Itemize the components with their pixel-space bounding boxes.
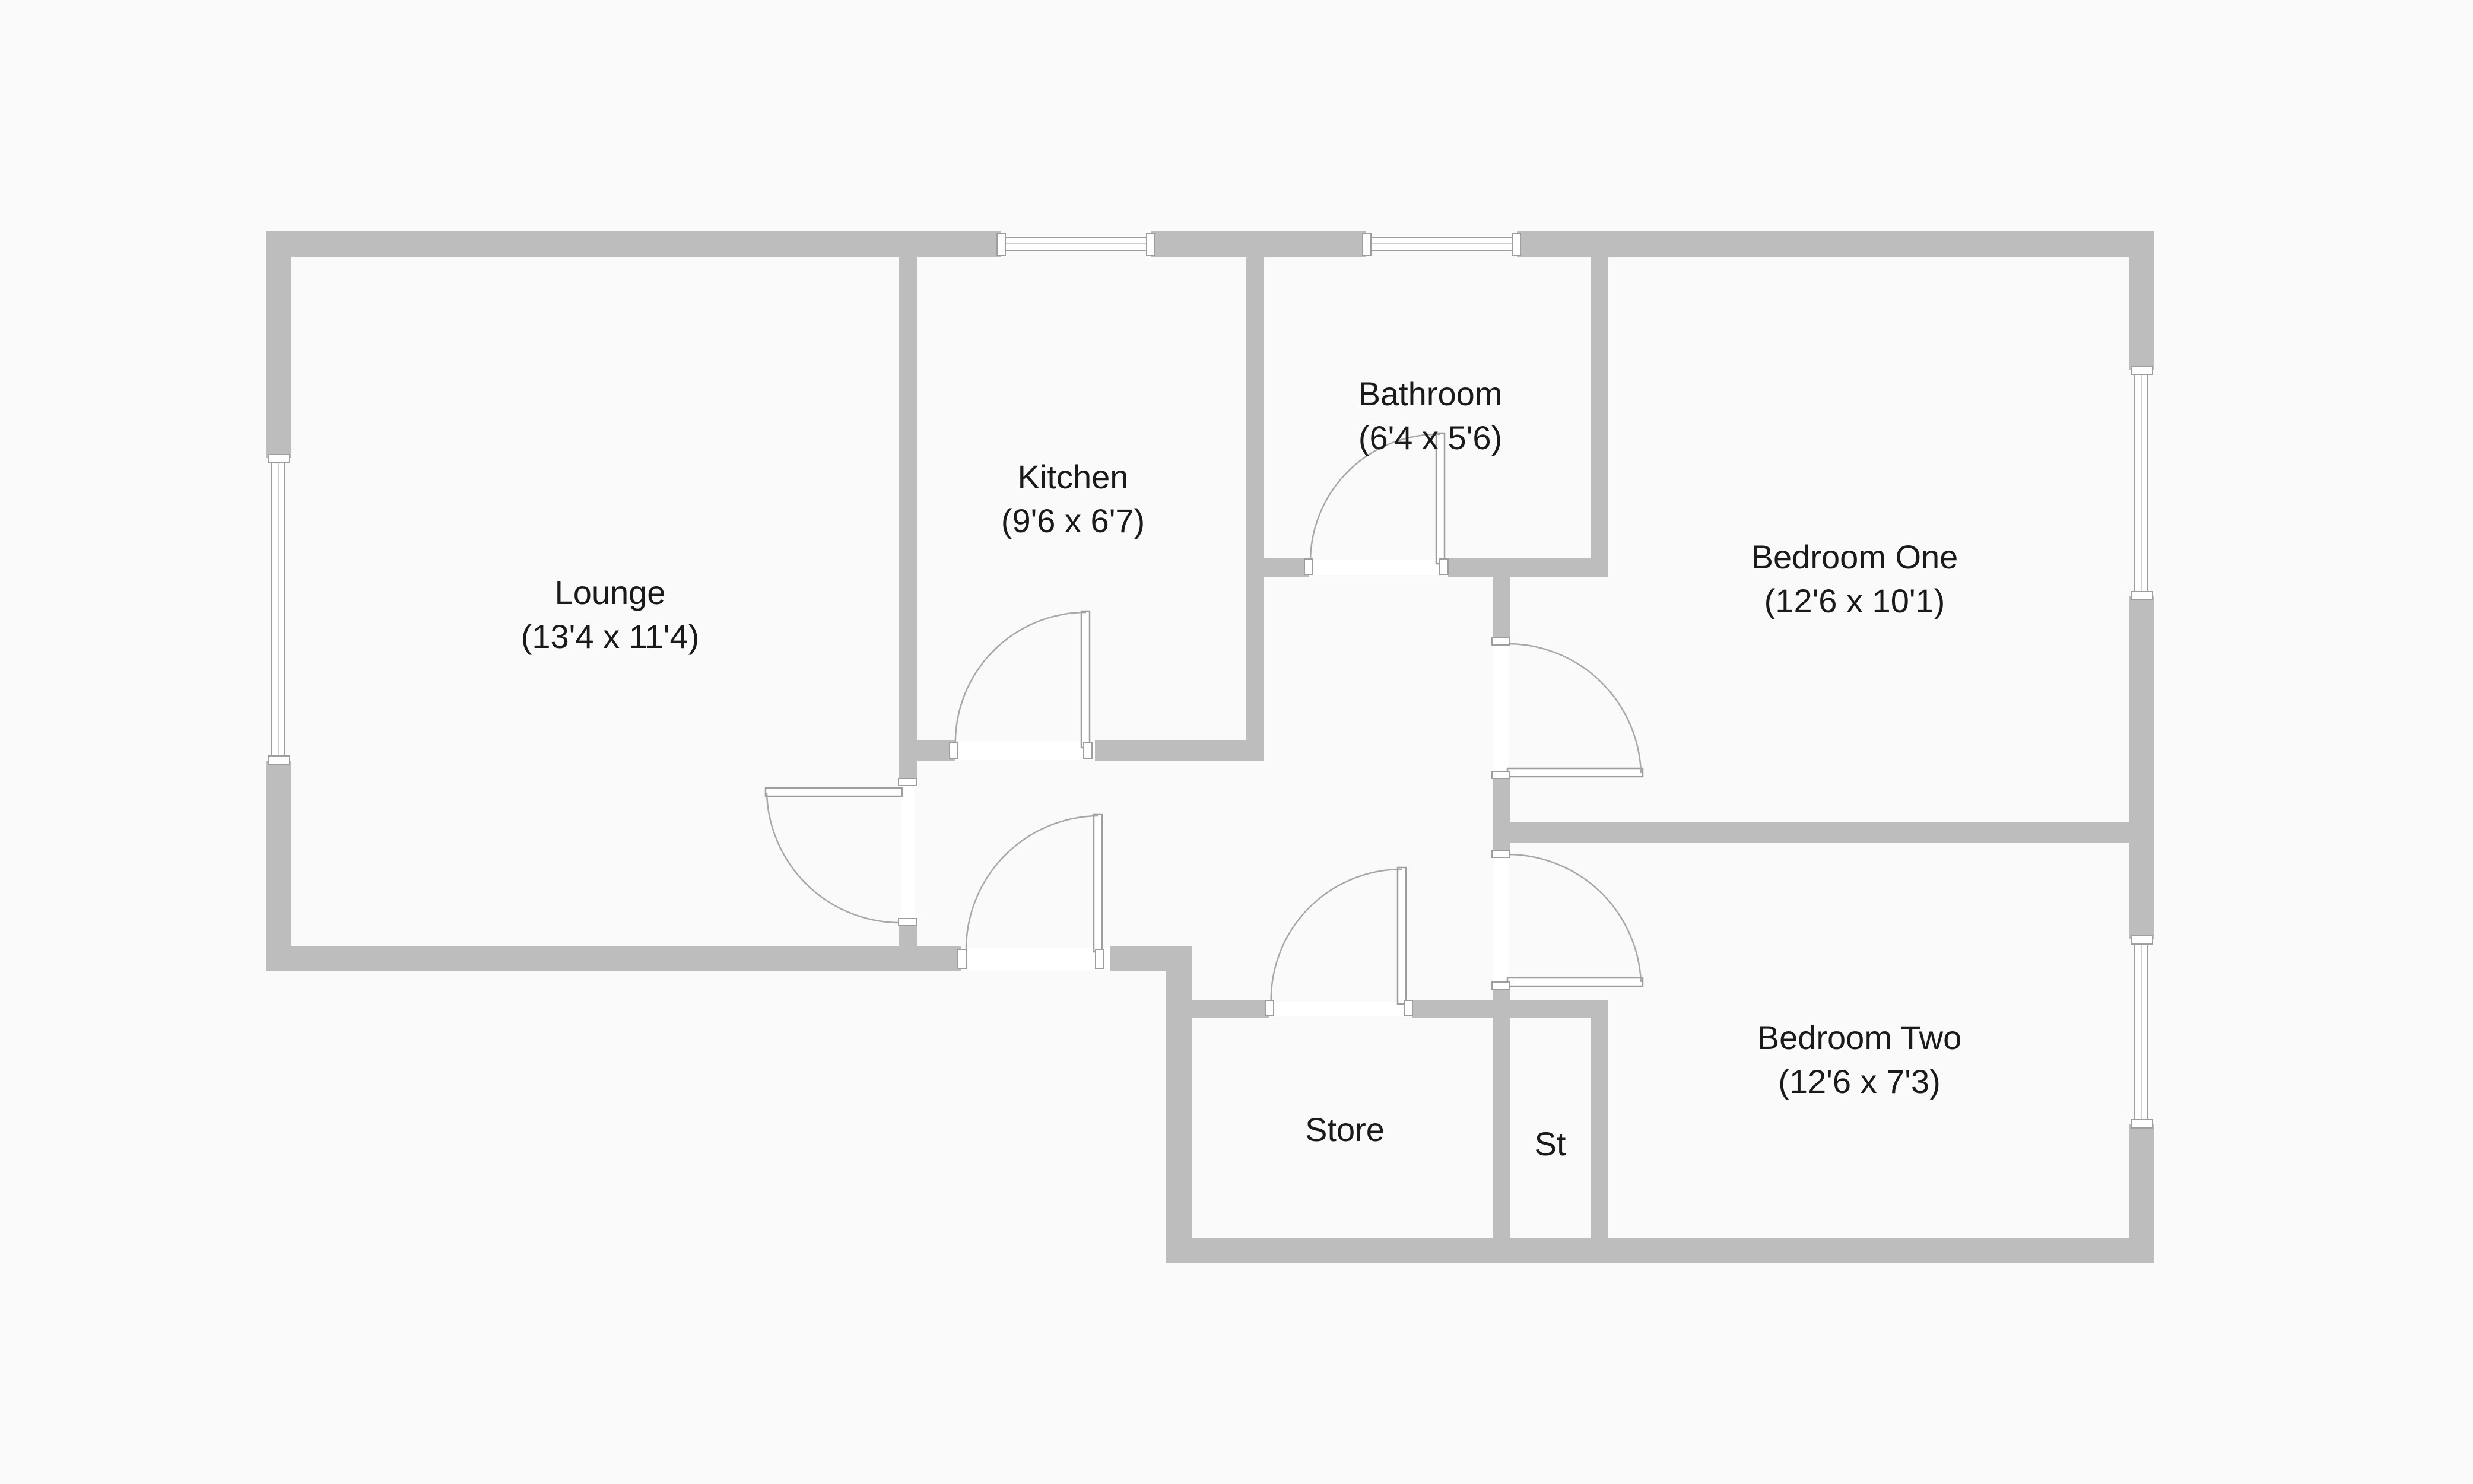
window-bedroom-one [2131, 366, 2153, 600]
windows [268, 233, 2153, 1129]
wall-right-bottom [2129, 1124, 2154, 1263]
wall-kitchen-bathroom [1246, 231, 1264, 761]
st-label: St [1535, 1125, 1566, 1162]
door-entrance [957, 813, 1110, 970]
bedroom-two-dimensions: (12'6 x 7'3) [1778, 1063, 1941, 1100]
wall-lounge-kitchen-lower [899, 926, 917, 971]
door-lounge [764, 778, 917, 926]
wall-st-right [1591, 1000, 1608, 1263]
lounge-dimensions: (13'4 x 11'4) [521, 618, 700, 655]
wall-top-bath-right [1517, 231, 2154, 257]
window-kitchen [996, 233, 1155, 256]
wall-left-bottom [266, 761, 291, 971]
wall-hall-bedroom-one-top [1493, 577, 1510, 642]
door-bathroom [1304, 432, 1449, 575]
wall-top-kitchen-left [917, 231, 1001, 257]
bedroom-one-label: Bedroom One [1751, 538, 1958, 576]
kitchen-label: Kitchen [1018, 458, 1129, 495]
bathroom-dimensions: (6'4 x 5'6) [1358, 419, 1502, 456]
doors [764, 432, 1644, 1016]
wall-kitchen-bottom-left [899, 740, 955, 761]
lounge-label: Lounge [555, 574, 666, 611]
door-bedroom-one [1491, 637, 1644, 779]
wall-top-lounge [266, 231, 917, 257]
wall-lounge-kitchen [899, 231, 917, 778]
wall-right-top [2129, 231, 2154, 370]
wall-bathroom-bedroom [1591, 231, 1608, 577]
wall-bathroom-bottom-right [1448, 558, 1608, 577]
door-bedroom-two [1491, 850, 1644, 990]
wall-bottom [1166, 1238, 2154, 1263]
wall-lounge-bottom [266, 946, 961, 971]
bathroom-label: Bathroom [1358, 375, 1503, 412]
wall-kitchen-bottom-right [1095, 740, 1264, 761]
wall-bedroom-one-two [1510, 822, 2154, 843]
door-kitchen [949, 610, 1095, 760]
window-bedroom-two [2131, 935, 2153, 1129]
bedroom-one-dimensions: (12'6 x 10'1) [1764, 582, 1945, 619]
wall-store-top-left [1192, 1000, 1269, 1018]
wall-hall-bedroom-mid [1493, 777, 1510, 854]
store-label: Store [1305, 1111, 1385, 1148]
wall-left-top [266, 231, 291, 458]
room-labels: Lounge (13'4 x 11'4) Kitchen (9'6 x 6'7)… [521, 375, 1962, 1162]
window-bathroom [1362, 233, 1521, 256]
bedroom-two-label: Bedroom Two [1757, 1019, 1961, 1056]
walls [266, 231, 2154, 1263]
wall-store-top-right [1412, 1000, 1608, 1018]
wall-bathroom-bottom-left [1264, 558, 1309, 577]
wall-hall-step-vertical [1166, 946, 1192, 1263]
wall-right-middle [2129, 596, 2154, 939]
door-store [1265, 866, 1413, 1016]
window-lounge [268, 454, 290, 765]
wall-hall-bedroom-two-bottom [1493, 988, 1510, 1263]
kitchen-dimensions: (9'6 x 6'7) [1001, 502, 1145, 539]
